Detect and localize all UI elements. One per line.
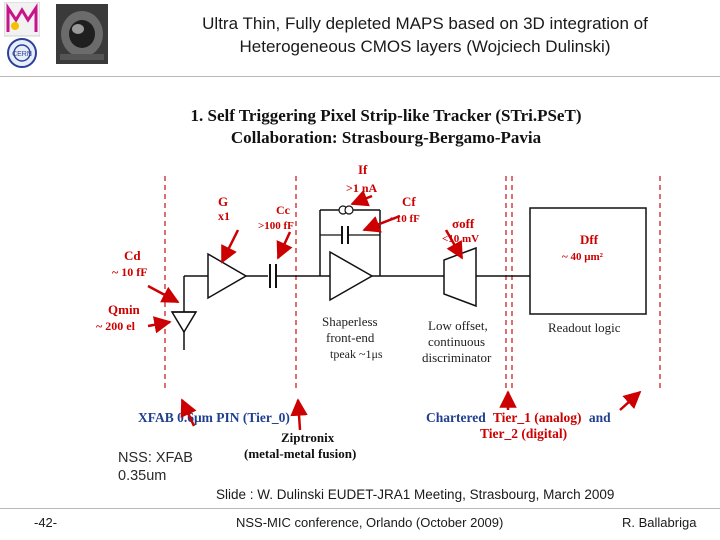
stripset-diagram: 1. Self Triggering Pixel Strip-like Trac… [96, 106, 661, 461]
ziptronix-line-1: Ziptronix [281, 430, 335, 445]
g-label: G [218, 194, 228, 209]
title-line-2: Heterogeneous CMOS layers (Wojciech Duli… [239, 37, 611, 56]
page-number: -42- [34, 515, 58, 530]
cf-label: Cf [402, 194, 416, 209]
diagram-heading-1: 1. Self Triggering Pixel Strip-like Trac… [191, 106, 582, 125]
ziptronix-line-2: (metal-metal fusion) [244, 446, 356, 461]
slide-reference: Slide : W. Dulinski EUDET-JRA1 Meeting, … [216, 487, 615, 502]
footer-divider [0, 508, 720, 509]
if-label: If [358, 162, 368, 177]
tier0-label: XFAB 0.6μm PIN (Tier_0) [138, 410, 290, 425]
disc-label-line-1: Low offset, [428, 318, 488, 333]
svg-text:CERN: CERN [12, 51, 32, 58]
slide-title: Ultra Thin, Fully depleted MAPS based on… [140, 12, 710, 58]
author-name: R. Ballabriga [622, 515, 697, 530]
nss-note-line-2: 0.35um [118, 468, 167, 484]
dff-value: ~ 40 μm² [562, 251, 604, 263]
chartered-and: and [589, 410, 611, 425]
chartered-tier1: Tier_1 (analog) [493, 410, 582, 425]
discriminator-symbol [443, 246, 477, 308]
disc-label-line-2: continuous [428, 334, 485, 349]
tier2-label: Tier_2 (digital) [480, 426, 567, 441]
detector-photo [56, 4, 108, 64]
g-buffer-symbol [207, 252, 248, 300]
tier1-label: Chartered Tier_1 (analog) and [426, 410, 611, 425]
g-value: x1 [218, 209, 230, 223]
sigma-value: <10 mV [442, 233, 479, 245]
chartered-prefix: Chartered [426, 410, 486, 425]
diagram-heading-2: Collaboration: Strasbourg-Bergamo-Pavia [231, 128, 542, 147]
cern-logo: CERN [3, 1, 41, 70]
pin-diode-symbol [170, 311, 198, 334]
title-line-1: Ultra Thin, Fully depleted MAPS based on… [202, 14, 648, 33]
nss-note: NSS: XFAB 0.35um [118, 449, 193, 485]
cd-label: Cd [124, 248, 141, 263]
readout-logic-box [529, 207, 647, 315]
cc-label: Cc [276, 203, 291, 217]
if-value: >1 nA [346, 181, 378, 195]
header-divider [0, 76, 720, 77]
conference-name: NSS-MIC conference, Orlando (October 200… [236, 515, 504, 530]
shaper-amplifier-symbol [329, 250, 374, 302]
disc-label-line-3: discriminator [422, 350, 492, 365]
shaper-label-line-3: tpeak ~1μs [330, 347, 383, 361]
sigma-label: σoff [452, 216, 475, 231]
qmin-value: ~ 200 el [96, 319, 136, 333]
cf-value: ~10 fF [390, 213, 420, 225]
cd-value: ~ 10 fF [112, 265, 148, 279]
readout-label: Readout logic [548, 320, 621, 335]
qmin-label: Qmin [108, 302, 141, 317]
cc-value: >100 fF [258, 220, 294, 232]
dff-label: Dff [580, 232, 599, 247]
shaper-label-line-1: Shaperless [322, 314, 378, 329]
nss-note-line-1: NSS: XFAB [118, 450, 193, 466]
shaper-label-line-2: front-end [326, 330, 375, 345]
